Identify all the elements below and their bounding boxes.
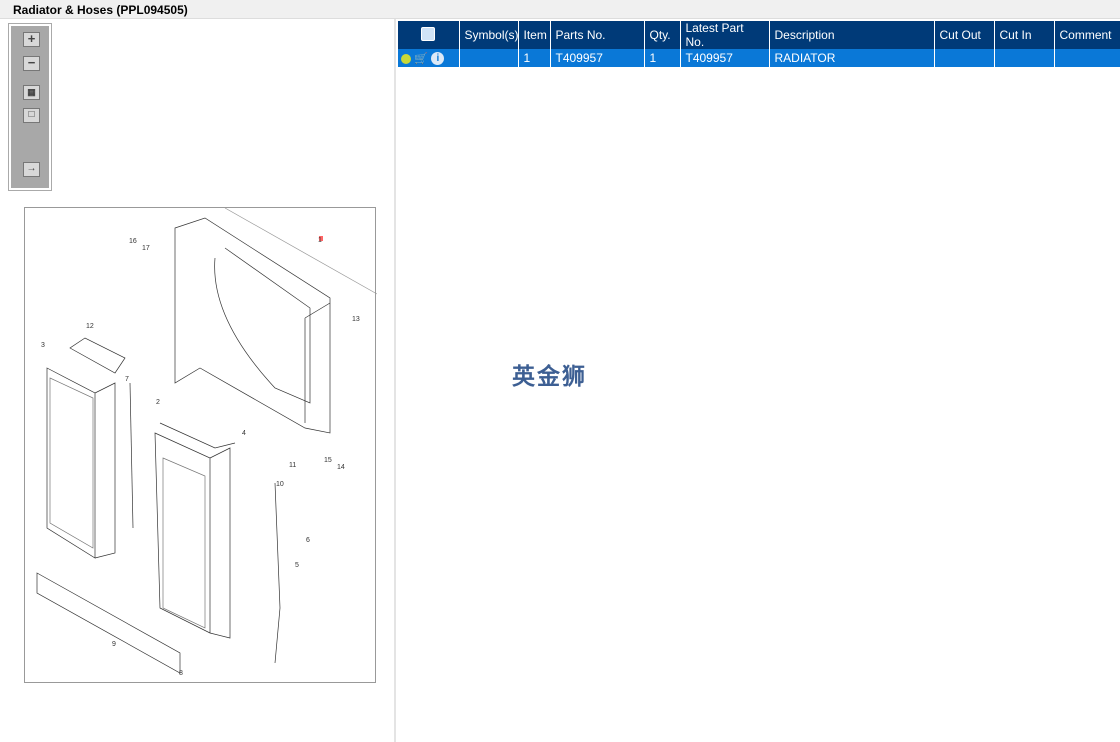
table-header: Symbol(s) Item Parts No. Qty. Latest Par… <box>398 21 1120 49</box>
title-bar: Radiator & Hoses (PPL094505) <box>0 0 1120 19</box>
cell-latest-part-no: T409957 <box>680 49 770 67</box>
cell-cut-in <box>994 49 1055 67</box>
cell-item: 1 <box>518 49 551 67</box>
bracket-drawing <box>36 572 181 674</box>
parts-table: Symbol(s) Item Parts No. Qty. Latest Par… <box>398 21 1120 67</box>
callout-13[interactable]: 13 <box>352 316 360 323</box>
callout-10[interactable]: 10 <box>276 481 284 488</box>
export-button[interactable]: → <box>23 162 40 177</box>
cell-parts-no: T409957 <box>550 49 645 67</box>
page-title: Radiator & Hoses (PPL094505) <box>13 3 188 17</box>
callout-16[interactable]: 16 <box>129 238 137 245</box>
callout-6[interactable]: 6 <box>306 537 310 544</box>
fit-all-button[interactable]: ▦ <box>23 85 40 100</box>
info-icon[interactable]: i <box>431 52 445 66</box>
callout-17[interactable]: 17 <box>142 245 150 252</box>
column-item[interactable]: Item <box>518 21 551 49</box>
column-symbols[interactable]: Symbol(s) <box>459 21 519 49</box>
column-comment[interactable]: Comment <box>1054 21 1120 49</box>
strip-drawing <box>129 382 134 529</box>
column-parts-no[interactable]: Parts No. <box>550 21 645 49</box>
column-search-icon[interactable] <box>398 21 460 49</box>
cell-comment <box>1054 49 1120 67</box>
column-cut-in[interactable]: Cut In <box>994 21 1055 49</box>
cooler-drawing <box>46 337 126 559</box>
callout-11[interactable]: 11 <box>289 462 296 469</box>
radiator-drawing <box>154 422 236 639</box>
callout-12[interactable]: 12 <box>86 323 94 330</box>
cell-description: RADIATOR <box>769 49 935 67</box>
callout-4[interactable]: 4 <box>242 430 246 437</box>
column-qty[interactable]: Qty. <box>644 21 681 49</box>
zoom-in-button[interactable]: + <box>23 32 40 47</box>
callout-8[interactable]: 8 <box>179 670 183 677</box>
callout-15[interactable]: 15 <box>324 457 332 464</box>
callout-highlight <box>319 236 323 241</box>
callout-1[interactable]: 1 <box>318 237 322 244</box>
callout-9[interactable]: 9 <box>112 641 116 648</box>
cell-symbols <box>459 49 519 67</box>
cart-icon[interactable]: 🛒 <box>414 53 429 66</box>
diagram-panel: + − ▦ □ → 1 2 3 4 5 6 7 8 9 10 11 <box>0 19 396 742</box>
actual-size-button[interactable]: □ <box>23 108 40 123</box>
magnifier-icon <box>421 26 436 41</box>
callout-7[interactable]: 7 <box>125 376 129 383</box>
watermark: 英金狮 <box>512 364 587 390</box>
table-row[interactable]: 🛒 i 1 T409957 1 T409957 RADIATOR <box>398 49 1120 67</box>
column-latest-part-no[interactable]: Latest Part No. <box>680 21 770 49</box>
where-used-icon[interactable] <box>401 53 411 64</box>
diagram-toolbar: + − ▦ □ → <box>8 23 52 191</box>
shroud-drawing <box>174 217 331 434</box>
cell-cut-out <box>934 49 995 67</box>
cell-qty: 1 <box>644 49 681 67</box>
callout-2[interactable]: 2 <box>156 399 160 406</box>
column-description[interactable]: Description <box>769 21 935 49</box>
hose-drawing <box>274 482 281 664</box>
parts-diagram[interactable]: 1 2 3 4 5 6 7 8 9 10 11 12 13 14 15 16 1… <box>24 207 378 683</box>
column-cut-out[interactable]: Cut Out <box>934 21 995 49</box>
callout-3[interactable]: 3 <box>41 342 45 349</box>
callout-14[interactable]: 14 <box>337 464 345 471</box>
callout-5[interactable]: 5 <box>295 562 299 569</box>
zoom-out-button[interactable]: − <box>23 56 40 71</box>
